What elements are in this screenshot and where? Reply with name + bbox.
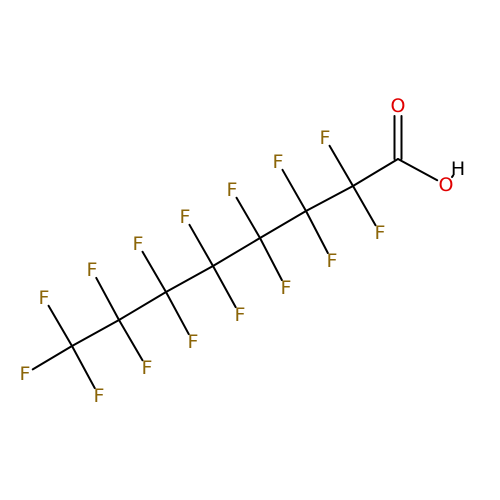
bond-c5-f8 <box>212 265 237 309</box>
atom-label-f9: F <box>133 233 144 255</box>
atom-label-f15: F <box>94 385 105 407</box>
bond-c8-f14 <box>31 345 73 371</box>
bond-c3-f4 <box>305 210 329 255</box>
bond-c2-f1 <box>328 144 354 187</box>
bond-c3-c4 <box>259 210 307 239</box>
atom-label-f6: F <box>281 277 292 299</box>
bond-c2-c3 <box>305 185 354 212</box>
atom-label-f12: F <box>142 357 153 379</box>
bond-c7-f12 <box>118 319 144 362</box>
bond-c5-c6 <box>165 265 214 293</box>
bond-c6-f9 <box>141 250 167 293</box>
atom-label-h1: H <box>451 158 465 180</box>
atom-label-f13: F <box>39 287 50 309</box>
atom-label-f11: F <box>87 259 98 281</box>
bond-c7-f11 <box>95 276 120 321</box>
bond-c1-o2 <box>397 158 439 182</box>
atom-label-f2: F <box>375 222 386 244</box>
bond-c4-f5 <box>235 196 261 239</box>
atom-label-f4: F <box>327 250 338 272</box>
bond-o2-h1 <box>451 174 455 178</box>
atom-label-f1: F <box>320 127 331 149</box>
atom-label-f14: F <box>20 363 31 385</box>
bond-c5-f7 <box>188 223 214 267</box>
atom-label-f5: F <box>227 179 238 201</box>
atom-label-o2: O <box>439 174 454 196</box>
atom-label-f3: F <box>273 151 284 173</box>
bond-c8-f15 <box>71 345 96 390</box>
atom-label-f8: F <box>235 304 246 326</box>
atom-label-f10: F <box>188 331 199 353</box>
bond-c4-f6 <box>259 237 283 282</box>
bond-c8-f13 <box>47 304 73 347</box>
bond-c4-c5 <box>212 237 261 267</box>
bond-c7-c8 <box>71 319 120 347</box>
atom-label-o1: O <box>391 95 406 117</box>
bond-c6-f10 <box>165 291 190 336</box>
atom-label-f7: F <box>180 206 191 228</box>
bond-c6-c7 <box>118 291 167 321</box>
bond-c2-f2 <box>352 185 377 227</box>
bond-c3-f3 <box>281 168 307 212</box>
bond-c1-c2 <box>352 158 399 187</box>
